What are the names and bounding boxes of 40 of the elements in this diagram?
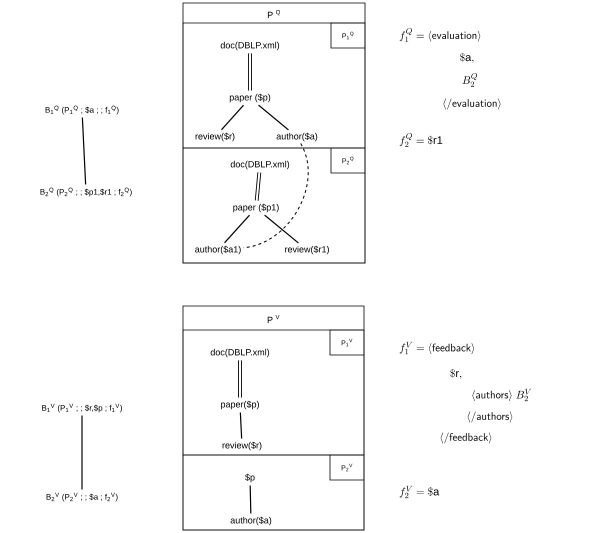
tree-node-label: doc(DBLP.xml)	[210, 348, 270, 358]
tree-node-label: review($r)	[196, 132, 234, 142]
tree-edge	[264, 214, 299, 244]
tree-node-label: paper ($p)	[230, 94, 270, 102]
tree-edge	[238, 360, 242, 398]
formula-line: $f_1^Q = \langle\textsf{evaluation}\rangle$	[400, 28, 480, 42]
tree-node-label: $p	[245, 474, 255, 482]
tree-edge	[258, 104, 289, 130]
tree-edge	[224, 214, 250, 244]
tree-edge	[221, 104, 244, 130]
tree-node-label: author($a1)	[195, 246, 241, 254]
formula-line: $\langle/\textsf{feedback}\rangle$	[440, 432, 492, 444]
formula-line: $\langle\textsf{authors}\rangle\ B_2^V$	[472, 388, 532, 402]
formula-line: $f_2^Q = \$\mathrm{r1}$	[400, 132, 442, 147]
formula-line: $f_2^V = \$\mathrm{a}$	[400, 486, 440, 498]
tree-node-label: review($r1)	[285, 246, 329, 254]
dashed-connector	[242, 142, 309, 248]
tree-node-label: doc(DBLP.xml)	[230, 160, 290, 170]
formula-line: $\langle/\textsf{authors}\rangle$	[468, 412, 512, 422]
binding-label: B$_{1}$$^{Q}$ (P$_{1}$$^{Q}$ ; $a ; ; f$_{1}$$^{Q}$)	[46, 106, 119, 114]
tree-node-label: author($a)	[276, 132, 318, 142]
binding-label: B$_{1}$$^{V}$ (P$_{1}$$^{V}$ ; ; $r,$p ; f$_{1}$$^{V}$)	[42, 404, 122, 412]
tree-node-label: paper($p)	[221, 400, 259, 410]
formula-line: $B_2^Q$	[462, 72, 478, 87]
tree-edge	[254, 172, 262, 201]
tree-node-label: author($a)	[230, 516, 272, 526]
tree-edge	[250, 485, 252, 514]
tree-node-label: review($r)	[222, 442, 262, 450]
tree-node-label: doc(DBLP.xml)	[220, 42, 280, 50]
formula-line: $\$\mathrm{a},$	[460, 52, 474, 64]
formula-line: $f_1^V = \langle\textsf{feedback}\rangle$	[400, 342, 474, 354]
binding-label: B$_{2}$$^{V}$ (P$_{2}$$^{V}$ ; ; $a ; f$_{2}$$^{V}$)	[46, 492, 118, 502]
tree-edge	[240, 412, 242, 439]
formula-line: $\$\mathrm{r},$	[450, 368, 462, 380]
tree-edge	[81, 416, 83, 490]
tree-edge	[248, 53, 252, 91]
formula-line: $\langle/\textsf{evaluation}\rangle$	[444, 98, 500, 110]
tree-edge	[82, 118, 86, 184]
binding-label: B$_{2}$$^{Q}$ (P$_{2}$$^{Q}$ ; ; $p1,$r1 ; f$_{2}$$^{Q}$)	[40, 188, 132, 196]
tree-node-label: paper ($p1)	[233, 204, 279, 212]
